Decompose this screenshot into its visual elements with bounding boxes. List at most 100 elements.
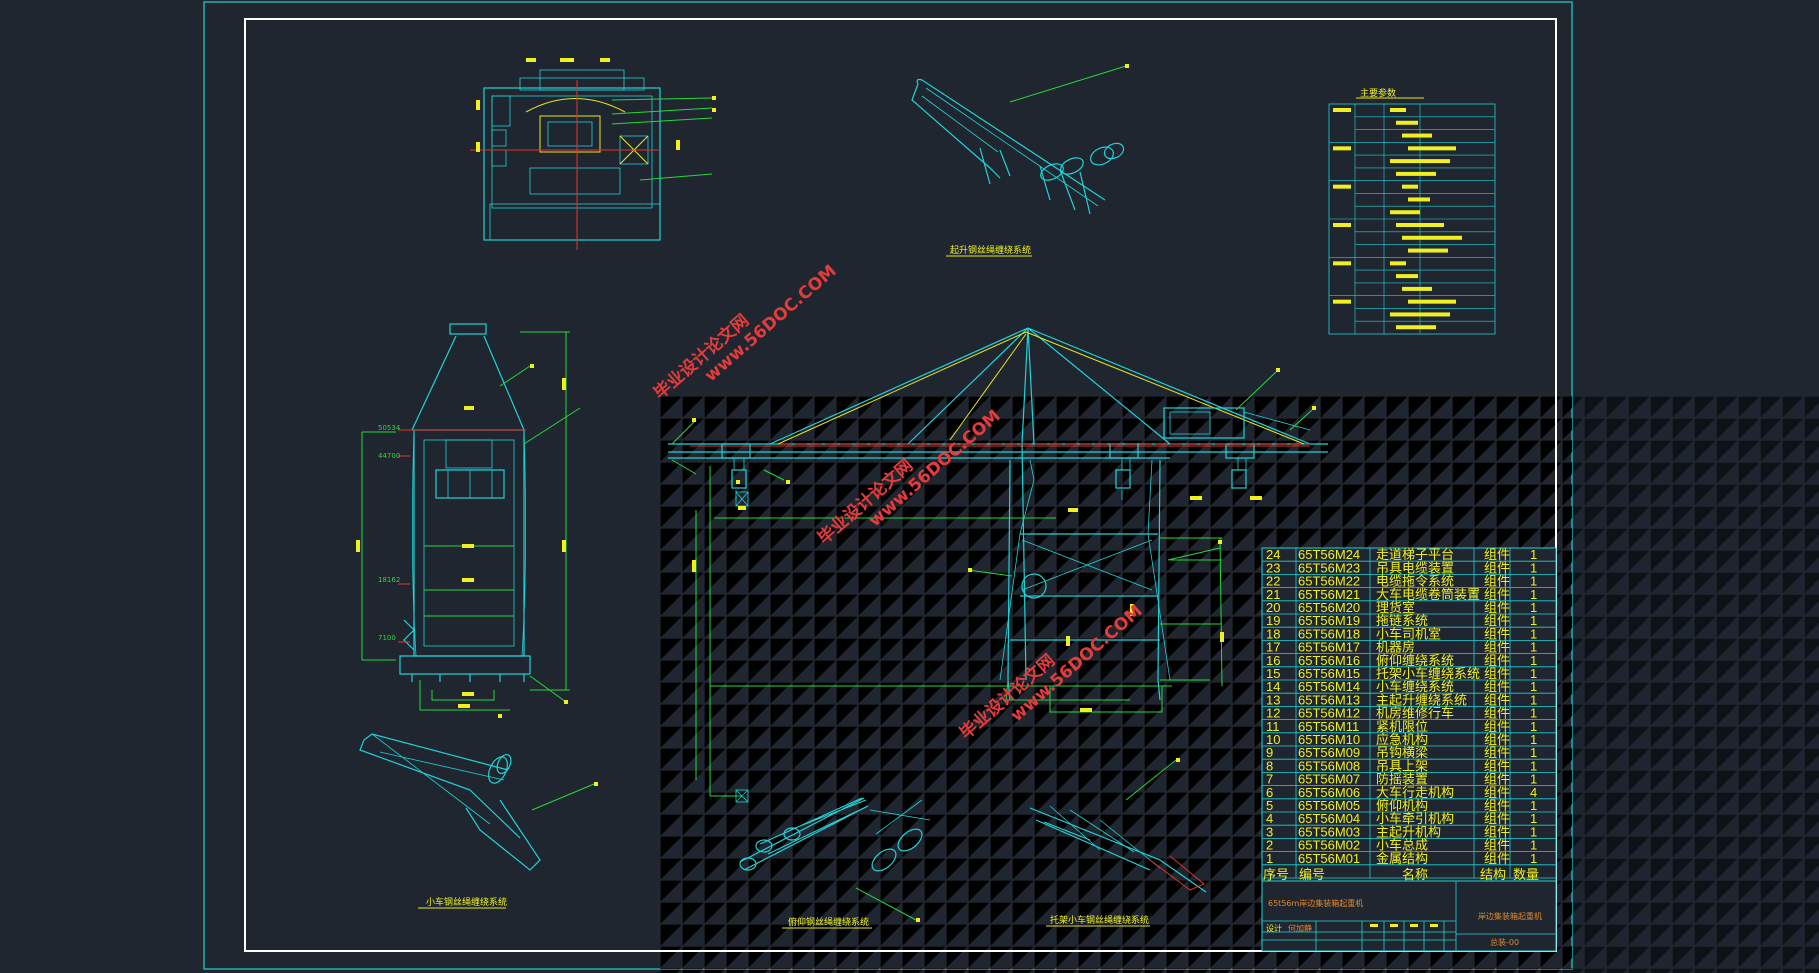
bom-cell-type: 组件 (1484, 653, 1510, 668)
dim-label-4: 7100 (378, 634, 396, 642)
bom-cell-no: 8 (1266, 758, 1273, 773)
title-sheet-no: 总装-00 (1490, 937, 1519, 947)
bom-cell-name: 小车牵引机构 (1376, 811, 1454, 826)
bom-cell-qty: 4 (1530, 785, 1537, 800)
bom-cell-type: 组件 (1484, 798, 1510, 813)
bom-cell-qty: 1 (1530, 574, 1537, 589)
bom-cell-qty: 1 (1530, 547, 1537, 562)
bom-cell-code: 65T56M12 (1298, 706, 1360, 721)
bom-cell-qty: 1 (1530, 719, 1537, 734)
bom-cell-name: 吊具电缆装置 (1376, 560, 1454, 575)
bom-cell-type: 组件 (1484, 838, 1510, 853)
bom-cell-no: 22 (1266, 574, 1280, 589)
bom-cell-no: 21 (1266, 587, 1280, 602)
bom-header-code: 编号 (1299, 867, 1325, 882)
bom-cell-code: 65T56M04 (1298, 811, 1360, 826)
bom-cell-no: 3 (1266, 824, 1273, 839)
bom-cell-type: 组件 (1484, 785, 1510, 800)
hoist-rope-reeving-sketch: 起升钢丝绳缠绕系统 (911, 64, 1129, 257)
bom-header-name: 名称 (1402, 867, 1428, 882)
sheet-inner-border (244, 18, 1557, 952)
bom-cell-no: 15 (1266, 666, 1280, 681)
bom-cell-qty: 1 (1530, 560, 1537, 575)
bom-cell-type: 组件 (1484, 732, 1510, 747)
bom-cell-code: 65T56M14 (1298, 679, 1360, 694)
param-table-title: 主要参数 (1360, 87, 1396, 99)
bom-cell-code: 65T56M02 (1298, 838, 1360, 853)
dim-label-3: 18162 (378, 576, 400, 584)
bom-cell-name: 防摇装置 (1376, 772, 1428, 787)
title-drawing-name: 岸边集装箱起重机 (1478, 911, 1542, 921)
bom-cell-no: 2 (1266, 838, 1273, 853)
cradle-rope-caption: 托架小车钢丝绳缠绕系统 (1050, 914, 1149, 926)
bom-cell-type: 组件 (1484, 613, 1510, 628)
bom-cell-name: 小车总成 (1376, 838, 1428, 853)
bom-cell-no: 17 (1266, 640, 1280, 655)
bom-cell-name: 小车司机室 (1376, 626, 1441, 641)
bom-cell-qty: 1 (1530, 640, 1537, 655)
bom-cell-name: 电缆拖令系统 (1376, 574, 1454, 589)
bom-cell-type: 组件 (1484, 574, 1510, 589)
trolley-rope-caption: 小车钢丝绳缠绕系统 (426, 896, 507, 908)
bom-cell-name: 托架小车缠绕系统 (1376, 666, 1480, 681)
bom-cell-name: 主起升机构 (1376, 824, 1441, 839)
bom-cell-type: 组件 (1484, 547, 1510, 562)
bom-row: 22 65T56M22 电缆拖令系统 组件 1 (1266, 574, 1537, 589)
bom-cell-qty: 1 (1530, 653, 1537, 668)
bom-cell-name: 机器房 (1376, 640, 1415, 655)
bom-cell-qty: 1 (1530, 600, 1537, 615)
bom-cell-code: 65T56M11 (1298, 719, 1359, 734)
cradle-trolley-rope-reeving-sketch: 托架小车钢丝绳缠绕系统 (1029, 758, 1207, 927)
bom-cell-type: 组件 (1484, 587, 1510, 602)
crane-side-elevation: 50534 44700 18162 7100 (356, 323, 581, 718)
bom-cell-qty: 1 (1530, 692, 1537, 707)
crane-front-elevation (668, 327, 1328, 803)
bom-cell-name: 大车电缆卷筒装置 (1376, 587, 1480, 602)
bom-cell-name: 理货室 (1376, 600, 1415, 615)
bom-cell-type: 组件 (1484, 811, 1510, 826)
bom-cell-name: 主起升缠绕系统 (1376, 692, 1467, 707)
bom-cell-name: 俯仰缠绕系统 (1376, 653, 1454, 668)
bom-cell-qty: 1 (1530, 679, 1537, 694)
bom-cell-code: 65T56M22 (1298, 574, 1360, 589)
bom-cell-code: 65T56M09 (1298, 745, 1360, 760)
bom-cell-qty: 1 (1530, 811, 1537, 826)
bom-cell-type: 组件 (1484, 600, 1510, 615)
bom-cell-no: 24 (1266, 547, 1280, 562)
bom-cell-code: 65T56M19 (1298, 613, 1360, 628)
bom-cell-no: 16 (1266, 653, 1280, 668)
bom-header-qty: 数量 (1513, 867, 1539, 882)
bom-cell-type: 组件 (1484, 666, 1510, 681)
bom-cell-type: 组件 (1484, 706, 1510, 721)
bom-cell-qty: 1 (1530, 626, 1537, 641)
dim-label-1: 50534 (378, 424, 401, 432)
bom-cell-type: 组件 (1484, 679, 1510, 694)
bom-cell-name: 机房维修行车 (1376, 706, 1454, 721)
bom-cell-qty: 1 (1530, 838, 1537, 853)
bom-cell-no: 14 (1266, 679, 1280, 694)
title-design-label: 设计 (1266, 923, 1282, 933)
bom-cell-name: 吊具上架 (1376, 758, 1428, 773)
bom-cell-type: 组件 (1484, 692, 1510, 707)
bom-cell-code: 65T56M20 (1298, 600, 1360, 615)
machinery-house-plan-view (470, 58, 716, 250)
watermark-url: www.56DOC.COM (701, 261, 841, 386)
